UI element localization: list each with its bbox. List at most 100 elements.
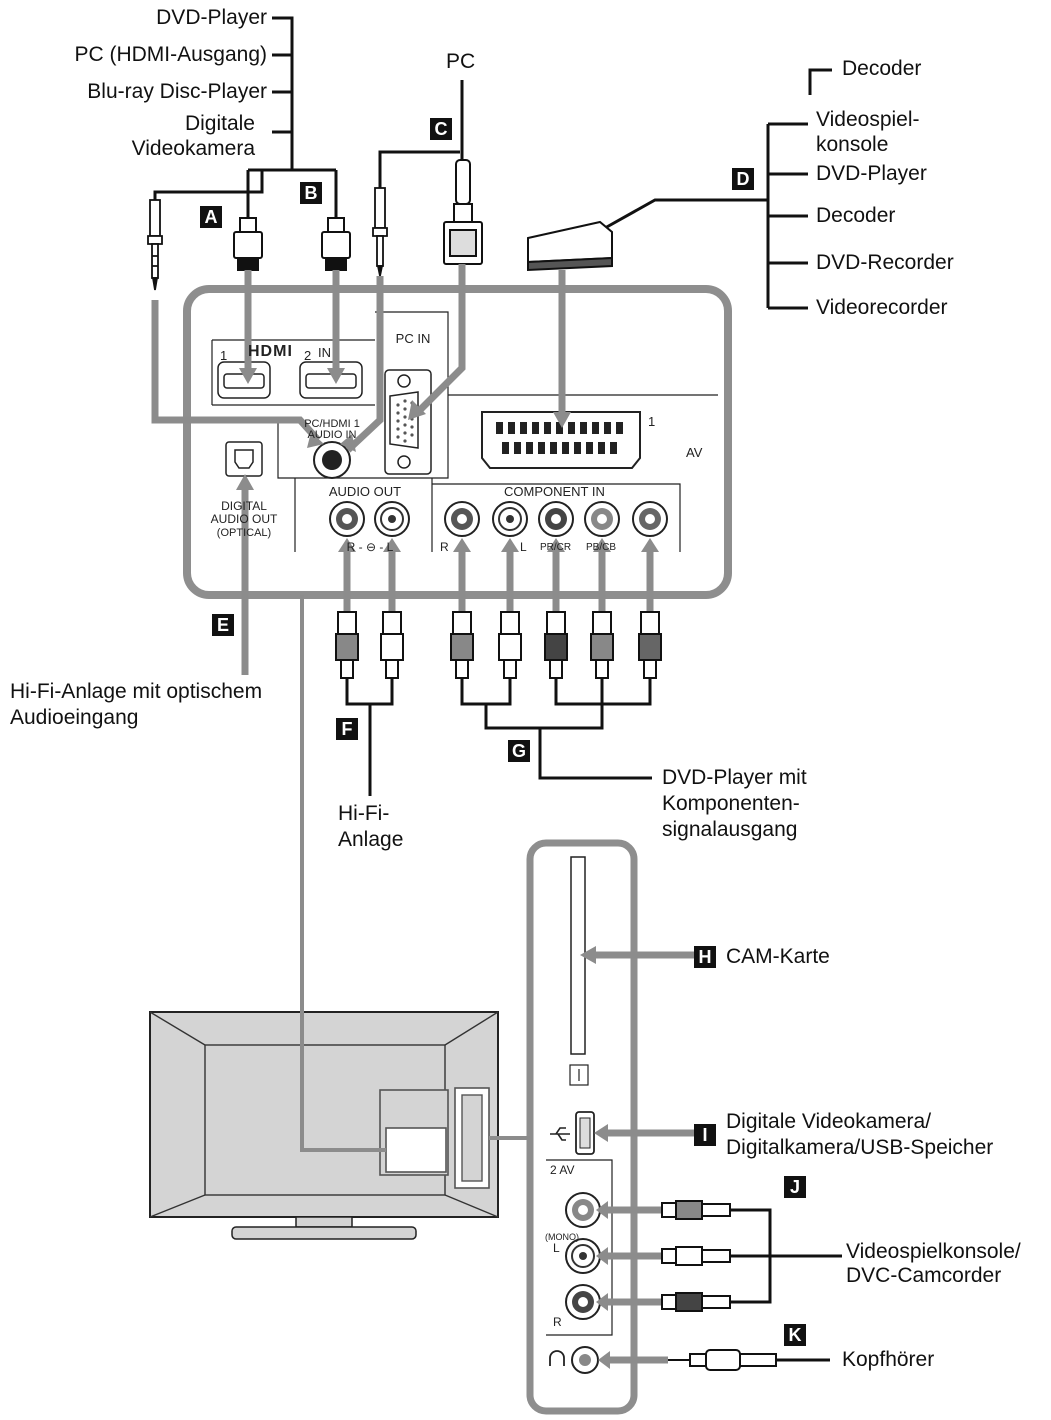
plug-hdmi-2	[321, 217, 351, 271]
panel-hdmi-logo: HDMI	[248, 343, 293, 360]
panel-hdmi-2: 2	[304, 348, 312, 363]
label-dvd-component-1: DVD-Player mit	[662, 766, 807, 789]
panel-component-r: R	[440, 540, 449, 554]
component-jack-y	[632, 501, 668, 537]
component-jack-l	[492, 501, 528, 537]
audio-out-jack-l	[374, 501, 410, 537]
label-pc-hdmi: PC (HDMI-Ausgang)	[74, 43, 267, 66]
label-dvd-component-2: Komponenten-	[662, 792, 800, 815]
badge-k: K	[784, 1324, 806, 1346]
headphone-icon	[549, 1350, 565, 1366]
label-dvd-player-d: DVD-Player	[816, 162, 927, 185]
panel-component-pb: PB/CB	[586, 542, 617, 553]
side-av-jack-video	[565, 1192, 601, 1228]
label-pc: PC	[446, 50, 476, 73]
label-game-dvc-2: DVC-Camcorder	[846, 1264, 1002, 1287]
label-usb-1: Digitale Videokamera/	[726, 1110, 932, 1133]
label-game-dvc-1: Videospielkonsole/	[846, 1240, 1021, 1263]
cable-c-audio	[378, 150, 460, 188]
label-hifi-optical-2: Audioeingang	[10, 706, 139, 729]
tv-guide-lines	[300, 595, 530, 1152]
connection-arrows-top	[151, 264, 566, 453]
rca-plug-f-l	[380, 611, 404, 679]
label-game-console-2: konsole	[816, 133, 889, 156]
badge-e: E	[212, 614, 234, 636]
label-dvd-recorder: DVD-Recorder	[816, 251, 954, 274]
cable-d	[604, 198, 768, 230]
rca-plug-g-pr	[544, 611, 568, 679]
label-decoder-d: Decoder	[816, 204, 896, 227]
plug-vga	[443, 203, 483, 265]
headphone-plug	[668, 1349, 830, 1371]
cam-slot-icon	[569, 1064, 589, 1086]
badge-d: D	[732, 168, 754, 190]
rca-plug-g-pb	[590, 611, 614, 679]
side-mono-label: (MONO)	[545, 1232, 579, 1242]
side-av-jack-r	[565, 1284, 601, 1320]
panel-audio-out: AUDIO OUT	[328, 484, 402, 499]
label-videorecorder: Videorecorder	[816, 296, 948, 319]
side-arrows	[596, 951, 680, 1364]
badge-j: J	[784, 1176, 806, 1198]
rca-arrows	[343, 548, 654, 612]
panel-scart-number: 1	[648, 414, 656, 429]
label-dvd-player: DVD-Player	[156, 6, 267, 29]
side-plug-r	[661, 1292, 731, 1312]
rca-plug-f-r	[335, 611, 359, 679]
side-av-label: 2 AV	[550, 1163, 575, 1177]
pc-audio-in-jack	[313, 441, 351, 479]
label-digital-video-2: Videokamera	[131, 137, 255, 160]
panel-dividers	[211, 311, 718, 552]
panel-component-l: L	[520, 540, 527, 554]
tv-rear-view	[149, 1011, 499, 1240]
source-tree-b	[246, 16, 338, 218]
panel-scart-av: AV	[686, 445, 703, 460]
plug-c-minijack	[372, 187, 388, 277]
side-plug-video	[661, 1200, 731, 1220]
panel-component-in: COMPONENT IN	[504, 484, 605, 499]
usb-icon	[550, 1127, 570, 1141]
side-av-bracket	[546, 1159, 613, 1336]
panel-digital-audio-1: DIGITAL	[221, 499, 267, 513]
rca-plug-g-y	[638, 611, 662, 679]
panel-hdmi-1: 1	[220, 348, 228, 363]
cables-f-g	[345, 678, 652, 796]
rca-plug-g-r	[450, 611, 474, 679]
label-hifi-optical-1: Hi-Fi-Anlage mit optischem	[10, 680, 263, 703]
panel-audio-out-rl: R - ⊖ - L	[346, 540, 394, 554]
headphone-jack	[571, 1346, 599, 1374]
side-l-label: L	[553, 1241, 560, 1255]
side-plug-l	[661, 1246, 731, 1266]
panel-digital-audio-3: (OPTICAL)	[216, 527, 272, 539]
label-hifi-2: Anlage	[338, 828, 404, 851]
badge-b: B	[300, 182, 322, 204]
side-rca-plugs	[661, 1200, 731, 1312]
label-bluray: Blu-ray Disc-Player	[87, 80, 267, 103]
label-cam-card: CAM-Karte	[726, 945, 830, 968]
plug-a-minijack	[147, 199, 163, 291]
label-game-console-1: Videospiel-	[816, 108, 920, 131]
badge-a: A	[200, 206, 222, 228]
label-digital-video-1: Digitale	[184, 112, 255, 135]
rca-plug-g-l	[498, 611, 522, 679]
plug-scart	[527, 220, 613, 272]
label-dvd-component-3: signalausgang	[662, 818, 798, 841]
cable-a	[153, 170, 264, 200]
cable-j	[730, 1208, 842, 1304]
optical-out-port	[225, 441, 263, 477]
side-r-label: R	[553, 1315, 562, 1329]
label-headphones: Kopfhörer	[842, 1348, 935, 1371]
label-usb-2: Digitalkamera/USB-Speicher	[726, 1136, 994, 1159]
source-tree-d	[766, 68, 832, 310]
panel-digital-audio-2: AUDIO OUT	[210, 512, 278, 526]
side-av-jack-l	[565, 1238, 601, 1274]
label-hifi-1: Hi-Fi-	[338, 802, 390, 825]
hdmi-port-2	[299, 361, 363, 399]
panel-component-pr: PR/CR	[540, 542, 572, 553]
badge-c: C	[430, 118, 452, 140]
rca-plugs	[335, 611, 662, 679]
badge-f: F	[336, 718, 358, 740]
badge-h: H	[694, 946, 716, 968]
audio-out-jack-r	[329, 501, 365, 537]
badge-g: G	[508, 740, 530, 762]
